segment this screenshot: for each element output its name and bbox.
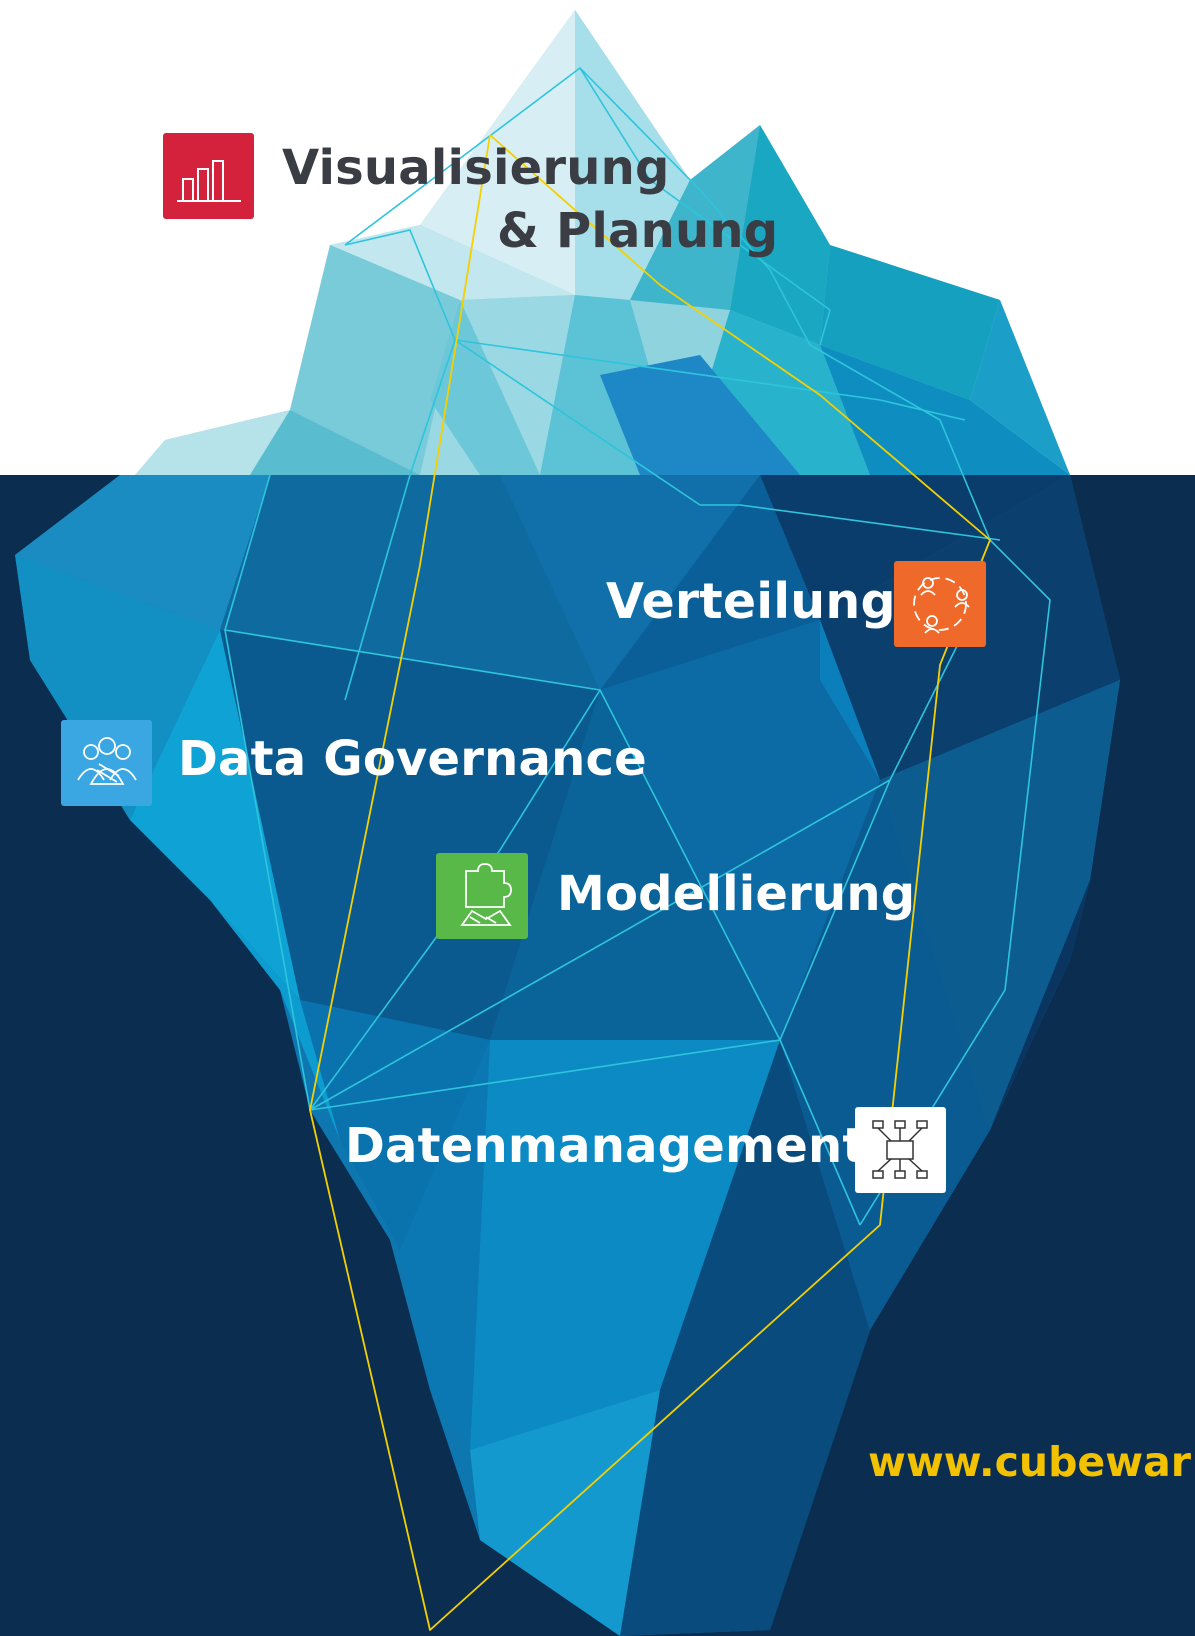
label-data-governance: Data Governance (178, 731, 647, 787)
bar-chart-icon (163, 133, 254, 219)
highlight-lines (309, 134, 991, 1631)
network-diagram-icon (855, 1107, 946, 1193)
label-verteilung: Verteilung (606, 573, 896, 630)
label-planung: & Planung (497, 203, 779, 259)
people-cycle-icon (894, 561, 986, 647)
network-lines (224, 67, 1051, 1226)
label-modellierung: Modellierung (557, 866, 916, 922)
label-datenmanagement: Datenmanagement (345, 1118, 866, 1174)
team-icon (61, 720, 152, 806)
label-visualisierung: Visualisierung (282, 140, 670, 196)
iceberg-submerged (15, 475, 1120, 1636)
iceberg-tip (135, 10, 1070, 475)
website-url[interactable]: www.cubewar (868, 1438, 1191, 1486)
puzzle-icon (436, 853, 528, 939)
